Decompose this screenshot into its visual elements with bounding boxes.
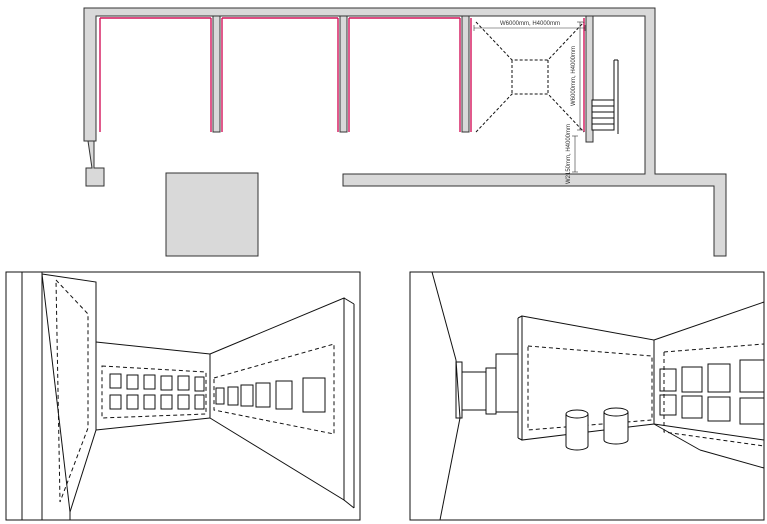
partition-wall-3 xyxy=(461,15,470,133)
perspective-view-left xyxy=(5,271,361,521)
dimension-lines xyxy=(473,21,586,173)
floor-plan xyxy=(83,7,727,257)
wall-stub xyxy=(85,140,105,187)
central-pillar xyxy=(165,172,259,257)
display-lines xyxy=(99,17,585,132)
exhibit-area-outline xyxy=(475,21,585,133)
view-left-frame xyxy=(5,271,361,521)
display-areas-left xyxy=(55,279,335,503)
pedestals xyxy=(565,407,629,451)
dimension-label-area-side: W6000mm, H4000mm xyxy=(571,46,577,106)
outer-wall xyxy=(83,7,727,257)
staircase xyxy=(591,59,619,134)
artwork-frames-back xyxy=(109,373,205,410)
perspective-view-right xyxy=(409,271,765,521)
dimension-label-door: W2150mm, H4000mm xyxy=(566,124,572,184)
artwork-frames-right xyxy=(215,377,326,413)
partition-wall-4 xyxy=(585,15,594,143)
dimension-label-area-top: W6000mm, H4000mm xyxy=(500,21,560,27)
artwork-frames-right-wall xyxy=(659,359,765,425)
partition-wall-2 xyxy=(339,15,348,133)
partition-wall-1 xyxy=(212,15,221,133)
display-areas-right xyxy=(527,343,765,447)
